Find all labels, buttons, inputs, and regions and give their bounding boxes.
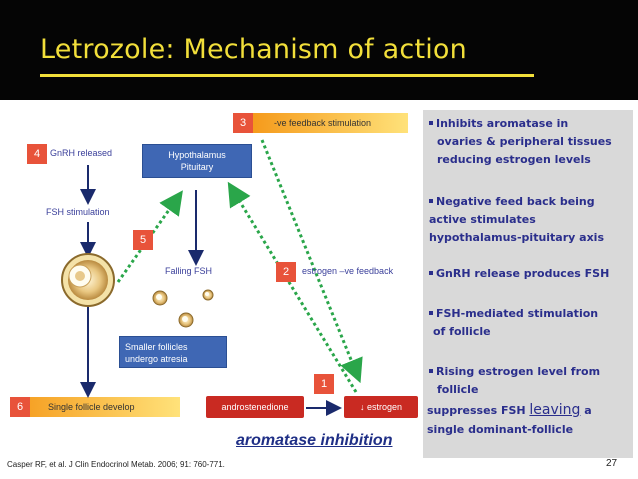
falling-fsh-label: Falling FSH (165, 266, 213, 276)
bullet-2-line-1: Negative feed back being (429, 194, 595, 210)
estrogen-up-arrow (227, 181, 358, 393)
estrogen-right-arrow (260, 139, 363, 384)
bullet-square-icon (429, 311, 433, 315)
title-underline (40, 74, 534, 77)
bullet-square-icon (429, 369, 433, 373)
bullet-5-line-3: suppresses FSH leaving a (427, 402, 592, 418)
small-follicles-image (152, 289, 214, 328)
atresia-line2: undergo atresia (125, 354, 188, 364)
single-follicle-text: Single follicle develop (48, 402, 135, 412)
estrogen-box: ↓ estrogen (344, 396, 418, 418)
bullet-3-line-1: GnRH release produces FSH (429, 266, 609, 282)
single-follicle-bar (10, 397, 180, 417)
bullet-2-line-2: active stimulates (429, 213, 536, 226)
aromatase-inhibition-label: aromatase inhibition (236, 432, 393, 449)
bullet-5-line-2: follicle (437, 383, 479, 396)
bullet-square-icon (429, 271, 433, 275)
step-badge-1: 1 (314, 374, 334, 394)
step-badge-6: 6 (10, 397, 30, 417)
pituitary-text: Pituitary (180, 162, 214, 172)
androstenedione-box: androstenedione (206, 396, 304, 418)
bullet-square-icon (429, 121, 433, 125)
slide-title: Letrozole: Mechanism of action (40, 34, 467, 65)
step-badge-4: 4 (27, 144, 47, 164)
step-badge-3: 3 (233, 113, 253, 133)
feedback-stimulation-text: -ve feedback stimulation (274, 118, 372, 128)
citation: Casper RF, et al. J Clin Endocrinol Meta… (7, 460, 225, 469)
bullet-1-line-1: Inhibits aromatase in (429, 116, 568, 132)
step-badge-5: 5 (133, 230, 153, 250)
bullet-5-line-4: single dominant-follicle (427, 423, 574, 436)
bullet-2-line-3: hypothalamus-pituitary axis (429, 231, 604, 244)
fsh-stimulation-label: FSH stimulation (46, 207, 110, 217)
hypothalamus-pituitary-box: Hypothalamus Pituitary (142, 144, 252, 178)
bullet-1-line-3: reducing estrogen levels (437, 153, 591, 166)
hypothalamus-text: Hypothalamus (168, 150, 226, 160)
explanation-panel (423, 110, 633, 458)
bullet-4-line-2: of follicle (433, 325, 491, 338)
step-badge-2: 2 (276, 262, 296, 282)
atresia-line1: Smaller follicles (125, 342, 188, 352)
bullet-5-line-1: Rising estrogen level from (429, 364, 600, 380)
bullet-square-icon (429, 199, 433, 203)
gnrh-released-label: GnRH released (50, 148, 113, 158)
large-follicle-image (61, 253, 115, 307)
title-bar (0, 0, 638, 100)
bullet-1-line-2: ovaries & peripheral tissues (437, 135, 612, 148)
page-number: 27 (606, 458, 618, 469)
atresia-box: Smaller follicles undergo atresia (119, 336, 227, 368)
bullet-4-line-1: FSH-mediated stimulation (429, 306, 598, 322)
estrogen-feedback-label: estrogen –ve feedback (302, 266, 394, 276)
feedback-bar (252, 113, 408, 133)
